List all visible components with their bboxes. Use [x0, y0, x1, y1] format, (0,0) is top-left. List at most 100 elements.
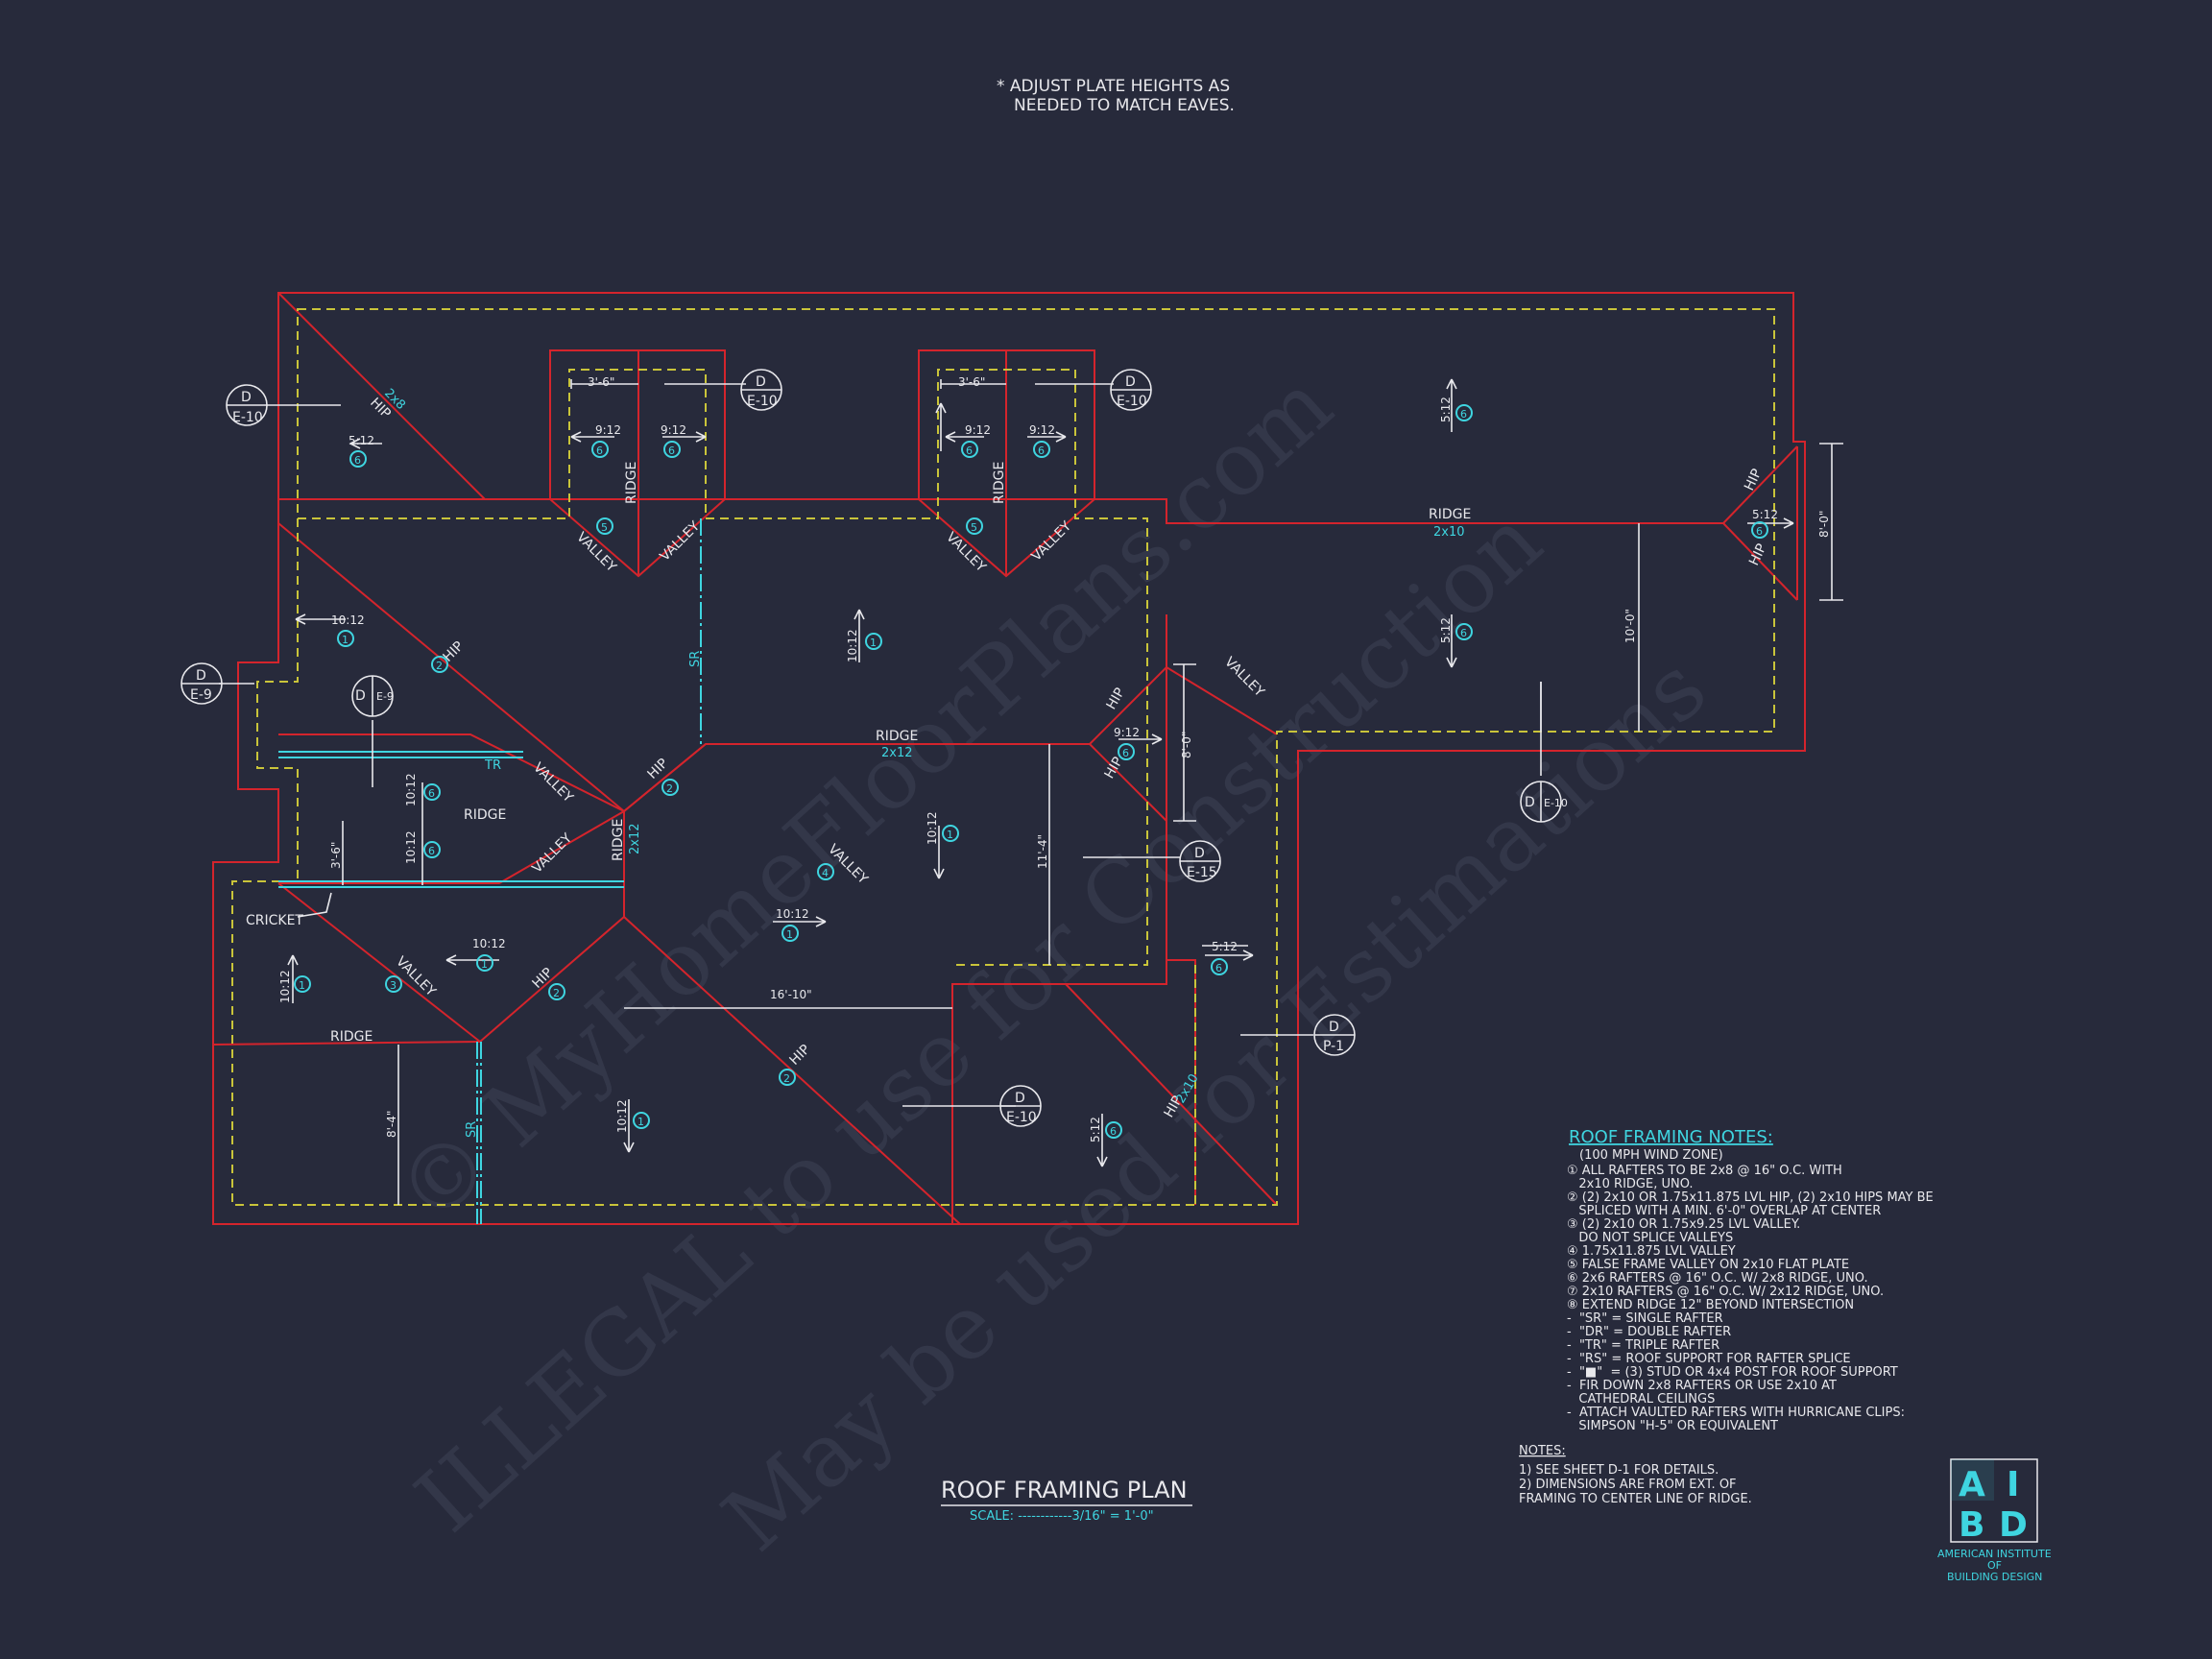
logo-letter-d: D: [1999, 1505, 2028, 1545]
plan-scale: SCALE: ------------3/16" = 1'-0": [970, 1509, 1154, 1524]
notes-item: FRAMING TO CENTER LINE OF RIDGE.: [1519, 1492, 1752, 1506]
svg-text:10:12: 10:12: [615, 1099, 629, 1133]
tag-marker: 1: [337, 630, 354, 647]
logo-letter-i: I: [2007, 1465, 2019, 1504]
svg-text:D: D: [1194, 846, 1205, 861]
svg-text:1: 1: [786, 928, 793, 941]
svg-text:10:12: 10:12: [331, 613, 365, 627]
framing-note-line: ① ALL RAFTERS TO BE 2x8 @ 16" O.C. WITH: [1567, 1164, 1842, 1178]
tag-marker: 2: [431, 656, 448, 673]
detail-ref-p1[interactable]: D P-1: [1313, 1014, 1356, 1056]
tag-marker: 2: [548, 983, 565, 1000]
framing-note-line: - "TR" = TRIPLE RAFTER: [1567, 1338, 1719, 1353]
logo-letter-b: B: [1959, 1505, 1984, 1545]
tag-marker: 1: [476, 954, 493, 972]
tag-marker: 5: [966, 517, 983, 535]
svg-text:5:12: 5:12: [1752, 508, 1778, 521]
svg-text:3'-6": 3'-6": [329, 842, 343, 869]
note-tags: 6 6 6 6 6 5 5 6 6 6 1 2 1 2 6 6 6 1 4 1 …: [294, 404, 1768, 1139]
detail-ref-e15[interactable]: D E-15: [1179, 840, 1221, 882]
svg-text:10'-0": 10'-0": [1623, 609, 1637, 643]
svg-text:6: 6: [1122, 747, 1129, 759]
tag-marker: 6: [1118, 743, 1135, 760]
notes-title: NOTES:: [1519, 1444, 1566, 1458]
framing-note-line: - "SR" = SINGLE RAFTER: [1567, 1311, 1723, 1326]
framing-note-line: ③ (2) 2x10 OR 1.75x9.25 LVL VALLEY.: [1567, 1217, 1800, 1232]
tag-marker: 1: [294, 975, 311, 993]
logo-name-line-2: OF: [1987, 1559, 2002, 1572]
svg-text:E-10: E-10: [747, 394, 778, 409]
label-valley-7: VALLEY: [530, 830, 576, 877]
framing-note-line: - FIR DOWN 2x8 RAFTERS OR USE 2x10 AT: [1567, 1379, 1837, 1393]
dimension-lines: [342, 379, 1843, 1205]
label-ridge-dormer-2: RIDGE: [992, 462, 1007, 504]
svg-text:11'-4": 11'-4": [1036, 834, 1049, 869]
svg-text:D: D: [1329, 1020, 1339, 1035]
leader-lines: [219, 383, 1542, 1107]
dimension-labels: 3'-6" 3'-6" 16'-10" 11'-4" 10'-0" 8'-0" …: [329, 375, 1831, 1138]
detail-ref-e9-left[interactable]: D E-9: [180, 662, 223, 705]
tag-marker: 6: [1455, 404, 1473, 421]
label-tr: TR: [484, 758, 501, 773]
detail-ref-e10-bottom[interactable]: D E-10: [999, 1085, 1042, 1127]
tag-marker: 1: [865, 633, 882, 650]
framing-note-line: CATHEDRAL CEILINGS: [1567, 1392, 1715, 1407]
tag-marker: 6: [1455, 623, 1473, 640]
tag-marker: 6: [423, 841, 441, 858]
tag-marker: 6: [349, 450, 367, 468]
logo-name-line-1: AMERICAN INSTITUTE: [1937, 1548, 2052, 1560]
svg-text:6: 6: [1215, 962, 1222, 974]
logo-letter-a: A: [1959, 1465, 1985, 1504]
tag-marker: 3: [385, 975, 402, 993]
label-sr-2: SR: [465, 1121, 479, 1138]
svg-text:10:12: 10:12: [776, 907, 809, 921]
svg-text:2: 2: [436, 660, 443, 672]
label-valley-2: VALLEY: [658, 518, 704, 565]
svg-text:6: 6: [1038, 445, 1045, 457]
svg-text:8'-4": 8'-4": [385, 1111, 398, 1138]
framing-note-line: - "DR" = DOUBLE RAFTER: [1567, 1325, 1731, 1339]
detail-ref-e10-dormer-1[interactable]: D E-10: [740, 369, 782, 411]
svg-text:6: 6: [1756, 525, 1763, 538]
framing-note-line: ⑤ FALSE FRAME VALLEY ON 2x10 FLAT PLATE: [1567, 1258, 1849, 1272]
svg-text:10:12: 10:12: [926, 811, 939, 845]
label-valley-3: VALLEY: [943, 530, 989, 576]
svg-text:5:12: 5:12: [1212, 940, 1238, 953]
rafter-lines: [278, 518, 702, 1224]
svg-text:5:12: 5:12: [1089, 1117, 1102, 1142]
tag-marker: 6: [1751, 521, 1768, 539]
svg-text:8'-0": 8'-0": [1180, 732, 1193, 758]
tag-marker: 6: [423, 783, 441, 801]
notes-item: 1) SEE SHEET D-1 FOR DETAILS.: [1519, 1463, 1719, 1478]
tag-marker: 1: [942, 825, 959, 842]
svg-text:16'-10": 16'-10": [770, 988, 812, 1001]
detail-ref-e10-right[interactable]: D E-10: [1520, 781, 1568, 823]
svg-text:9:12: 9:12: [1029, 423, 1055, 437]
label-valley-9: VALLEY: [393, 954, 439, 1000]
label-ridge-vertical: RIDGE: [611, 819, 626, 861]
svg-text:1: 1: [299, 979, 305, 992]
label-ridge-center-size: 2x12: [881, 746, 913, 760]
svg-text:D: D: [196, 668, 206, 684]
notes-item: 2) DIMENSIONS ARE FROM EXT. OF: [1519, 1478, 1737, 1492]
svg-text:6: 6: [1460, 408, 1467, 421]
label-hip-9: HIP: [1742, 467, 1765, 493]
tag-marker: 6: [1033, 441, 1050, 458]
framing-note-line: ⑧ EXTEND RIDGE 12" BEYOND INTERSECTION: [1567, 1298, 1854, 1312]
svg-text:6: 6: [428, 845, 435, 857]
framing-notes-wind: (100 MPH WIND ZONE): [1579, 1148, 1723, 1163]
detail-ref-e10-dormer-2[interactable]: D E-10: [1110, 369, 1152, 411]
framing-note-line: ⑥ 2x6 RAFTERS @ 16" O.C. W/ 2x8 RIDGE, U…: [1567, 1271, 1868, 1286]
svg-text:1: 1: [637, 1116, 644, 1128]
tag-marker: 2: [661, 779, 679, 796]
framing-note-line: SPLICED WITH A MIN. 6'-0" OVERLAP AT CEN…: [1567, 1204, 1881, 1218]
aibd-logo: A I B D AMERICAN INSTITUTE OF BUILDING D…: [1937, 1458, 2052, 1583]
detail-ref-e10-left[interactable]: D E-10: [226, 384, 268, 426]
framing-note-line: - "RS" = ROOF SUPPORT FOR RAFTER SPLICE: [1567, 1352, 1851, 1366]
detail-ref-e9-inner[interactable]: D E-9: [351, 675, 394, 717]
tag-marker: 6: [1105, 1121, 1122, 1139]
svg-text:9:12: 9:12: [661, 423, 686, 437]
detail-references: D E-10 D E-10 D E-10 D E-9 D E-9 D E-15: [180, 369, 1568, 1127]
framing-note-line: 2x10 RIDGE, UNO.: [1567, 1177, 1694, 1191]
